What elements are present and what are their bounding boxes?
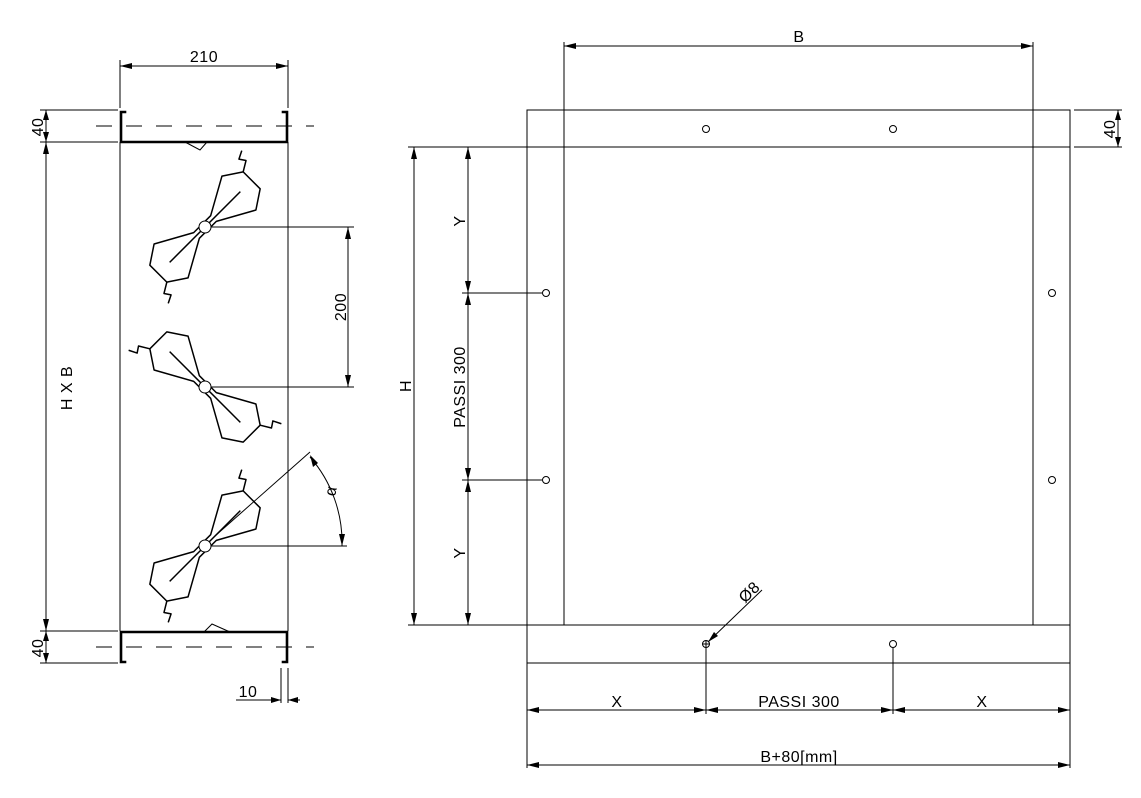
dim-overall-arrow-right — [1058, 762, 1070, 768]
dim-b-label: B — [793, 29, 804, 46]
angle-arrow-top — [310, 455, 318, 467]
dim-y1-arrow-a — [465, 147, 471, 159]
hole-bottom-right — [889, 640, 897, 648]
inner-opening — [563, 146, 1034, 626]
angle-arc — [309, 456, 343, 547]
bottom-channel — [119, 630, 289, 664]
dim-h-label: H — [398, 380, 415, 392]
dim-40-bottom-arrow-b — [43, 653, 49, 663]
dim-200-arrow-a — [345, 227, 351, 239]
dim-y-top-label: Y — [452, 215, 469, 226]
dim-10-label: 10 — [239, 684, 258, 701]
blade-top-pivot — [198, 220, 212, 234]
hole-label: Ø8 — [736, 579, 764, 607]
dim-overall-label: B+80[mm] — [760, 749, 837, 766]
dim-210-arrow-left — [120, 63, 132, 69]
dim-40-right-label: 40 — [1102, 120, 1119, 139]
hole-left-upper — [542, 289, 550, 297]
dim-40-top-arrow-a — [43, 110, 49, 120]
dim-10-arrow-b — [288, 697, 298, 703]
dim-x-right-label: X — [976, 694, 987, 711]
dim-hp-arrow-a — [706, 707, 718, 713]
dim-x1-arrow-a — [527, 707, 539, 713]
angle-label: α — [322, 485, 341, 498]
dim-x1-arrow-b — [694, 707, 706, 713]
dim-y2-arrow-b — [465, 613, 471, 625]
outer-frame — [526, 109, 1071, 664]
hole-left-lower — [542, 476, 550, 484]
dim-x-left-label: X — [611, 694, 622, 711]
hole-leader-arrow — [708, 632, 718, 642]
side-view: 210 40 H X B 40 200 α — [30, 49, 354, 703]
hole-leader — [707, 589, 763, 643]
dim-40-top-label: 40 — [30, 118, 47, 137]
dim-x2-arrow-a — [893, 707, 905, 713]
dim-p-arrow-a — [465, 293, 471, 305]
dim-210-label: 210 — [190, 49, 218, 66]
dim-hp-arrow-b — [881, 707, 893, 713]
top-channel — [119, 110, 289, 144]
hole-right-upper — [1048, 289, 1056, 297]
hole-top-left — [702, 125, 710, 133]
hole-right-lower — [1048, 476, 1056, 484]
angle-arrow-bottom — [339, 534, 345, 546]
dim-p-arrow-b — [465, 468, 471, 480]
bottom-channel-notch — [203, 623, 231, 633]
dim-40-bottom-label: 40 — [30, 639, 47, 658]
dim-y1-arrow-b — [465, 281, 471, 293]
hole-top-right — [889, 125, 897, 133]
dim-overall-arrow-left — [527, 762, 539, 768]
dim-hxb-arrow-top — [43, 142, 49, 154]
dim-h-arrow-bottom — [411, 613, 417, 625]
front-view: B 40 H Y PASSI 300 Y Ø8 — [398, 29, 1122, 768]
dim-200-arrow-b — [345, 375, 351, 387]
dim-hxb-label: H X B — [59, 366, 76, 410]
blade-middle-pivot — [198, 380, 212, 394]
dim-hxb-arrow-bottom — [43, 619, 49, 631]
dim-b-arrow-left — [564, 43, 576, 49]
dim-40-bottom-arrow-a — [43, 631, 49, 641]
dim-vertical-pitch-label: PASSI 300 — [452, 346, 469, 428]
dim-y2-arrow-a — [465, 480, 471, 492]
dim-h-arrow-top — [411, 147, 417, 159]
dim-y-bottom-label: Y — [452, 547, 469, 558]
dim-x2-arrow-b — [1058, 707, 1070, 713]
blade-bottom-pivot — [198, 539, 212, 553]
dim-200-label: 200 — [333, 293, 350, 321]
dim-40-right-arrow-b — [1115, 137, 1121, 147]
angle-ext-slant — [214, 451, 311, 537]
top-channel-notch — [184, 141, 208, 151]
dim-b-arrow-right — [1021, 43, 1033, 49]
dim-10-arrow-a — [271, 697, 281, 703]
dim-40-right-arrow-a — [1115, 110, 1121, 120]
dim-210-arrow-right — [276, 63, 288, 69]
dim-40-top-arrow-b — [43, 132, 49, 142]
dim-horizontal-pitch-label: PASSI 300 — [758, 694, 840, 711]
